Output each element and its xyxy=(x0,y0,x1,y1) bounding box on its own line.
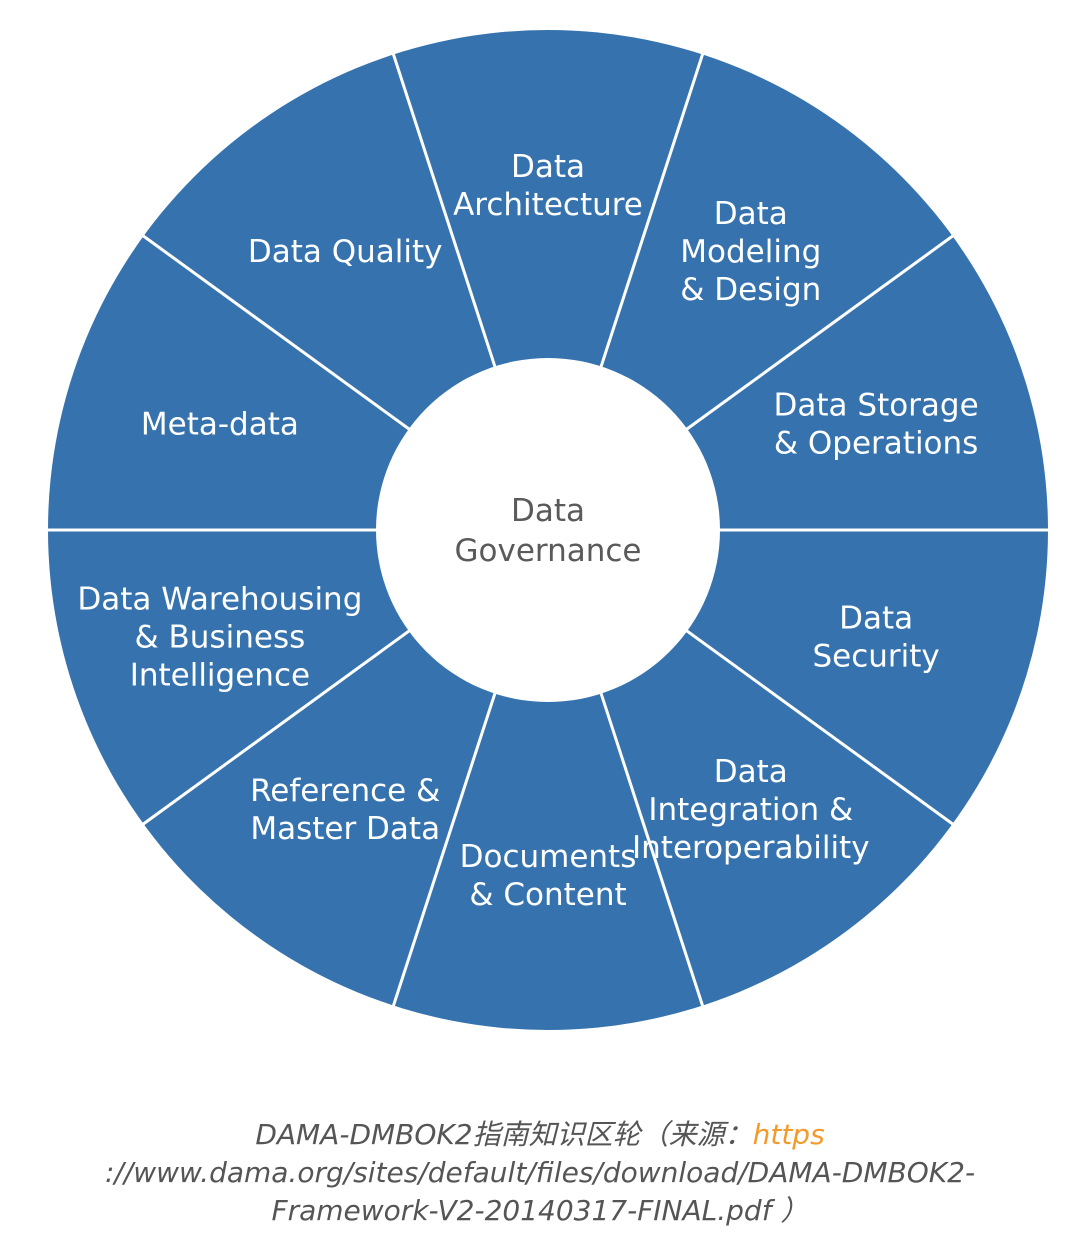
wheel-divider xyxy=(139,627,413,828)
segment-reference-master-data: Reference &Master Data xyxy=(250,773,440,847)
segment-data-integration-interoperability-line: Data xyxy=(714,754,788,790)
segment-documents-content: Documents& Content xyxy=(460,839,637,913)
segment-documents-content-line: Documents xyxy=(460,839,637,875)
wheel-divider xyxy=(390,50,498,371)
caption-url: ://www.dama.org/sites/default/files/down… xyxy=(104,1156,976,1227)
segment-meta-data-line: Meta-data xyxy=(141,406,299,442)
caption-link-https[interactable]: https xyxy=(752,1118,825,1151)
wheel-divider xyxy=(683,627,957,828)
caption-suffix: ） xyxy=(780,1194,809,1227)
figure-caption: DAMA-DMBOK2指南知识区轮（来源：https ://www.dama.o… xyxy=(40,1116,1040,1230)
segment-data-security-line: Security xyxy=(812,639,939,675)
segment-data-storage-operations-line: & Operations xyxy=(774,425,978,461)
segment-data-modeling-design-line: & Design xyxy=(680,272,821,308)
caption-prefix: DAMA-DMBOK2指南知识区轮（来源： xyxy=(255,1118,753,1151)
segment-data-quality: Data Quality xyxy=(248,234,443,270)
segment-data-modeling-design-line: Modeling xyxy=(680,234,821,270)
center-label-line: Data xyxy=(511,493,585,529)
segment-meta-data: Meta-data xyxy=(141,406,299,442)
segment-data-architecture-line: Data xyxy=(511,149,585,185)
wheel-divider xyxy=(683,232,957,433)
segment-reference-master-data-line: Master Data xyxy=(250,811,440,847)
wheel-divider xyxy=(390,689,498,1010)
segment-data-security-line: Data xyxy=(839,601,913,637)
segment-data-warehousing-bi-line: & Business xyxy=(135,620,306,656)
segment-data-warehousing-bi-line: Data Warehousing xyxy=(77,582,362,618)
center-disc xyxy=(376,358,720,702)
segment-data-architecture-line: Architecture xyxy=(453,187,643,223)
wheel-divider xyxy=(139,232,413,433)
segment-data-storage-operations: Data Storage& Operations xyxy=(774,387,979,461)
segment-data-integration-interoperability-line: Integration & xyxy=(648,792,853,828)
segment-data-integration-interoperability-line: Interoperability xyxy=(632,830,870,866)
segment-reference-master-data-line: Reference & xyxy=(250,773,440,809)
segment-data-modeling-design-line: Data xyxy=(714,196,788,232)
segment-documents-content-line: & Content xyxy=(469,877,626,913)
segment-data-quality-line: Data Quality xyxy=(248,234,443,270)
segment-data-storage-operations-line: Data Storage xyxy=(774,387,979,423)
wheel-divider xyxy=(598,50,706,371)
wheel-dividers xyxy=(44,50,1052,1010)
segment-data-warehousing-bi-line: Intelligence xyxy=(130,658,310,694)
center-label-line: Governance xyxy=(454,533,641,569)
wheel-divider xyxy=(598,689,706,1010)
